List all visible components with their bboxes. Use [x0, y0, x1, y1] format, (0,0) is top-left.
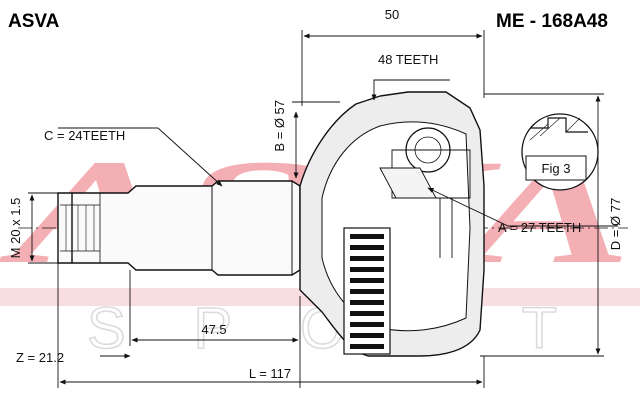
dim-diameter-b: B = Ø 57 [272, 100, 287, 152]
shaft [57, 180, 301, 276]
dim-length-47-5: 47.5 [201, 322, 226, 337]
dim-outer-teeth: 48 TEETH [378, 52, 438, 67]
dim-thread: M 20 x 1.5 [8, 198, 23, 259]
outer-housing [299, 91, 485, 357]
dimension-lines [28, 30, 618, 388]
part-number: ME - 168A48 [496, 11, 608, 32]
dim-spline-c: C = 24TEETH [44, 128, 125, 143]
dim-z: Z = 21.2 [16, 350, 64, 365]
abs-ring [343, 227, 391, 355]
dim-width-50: 50 [385, 7, 399, 22]
brand-logo-text: ASVA [8, 11, 60, 32]
figure-label: Fig 3 [542, 161, 571, 176]
dim-length-total: L = 117 [249, 366, 291, 381]
fig3-detail: Fig 3 [521, 113, 599, 191]
dim-inner-teeth: A = 27 TEETH [498, 220, 581, 235]
dim-diameter-d: D = Ø 77 [608, 198, 623, 250]
